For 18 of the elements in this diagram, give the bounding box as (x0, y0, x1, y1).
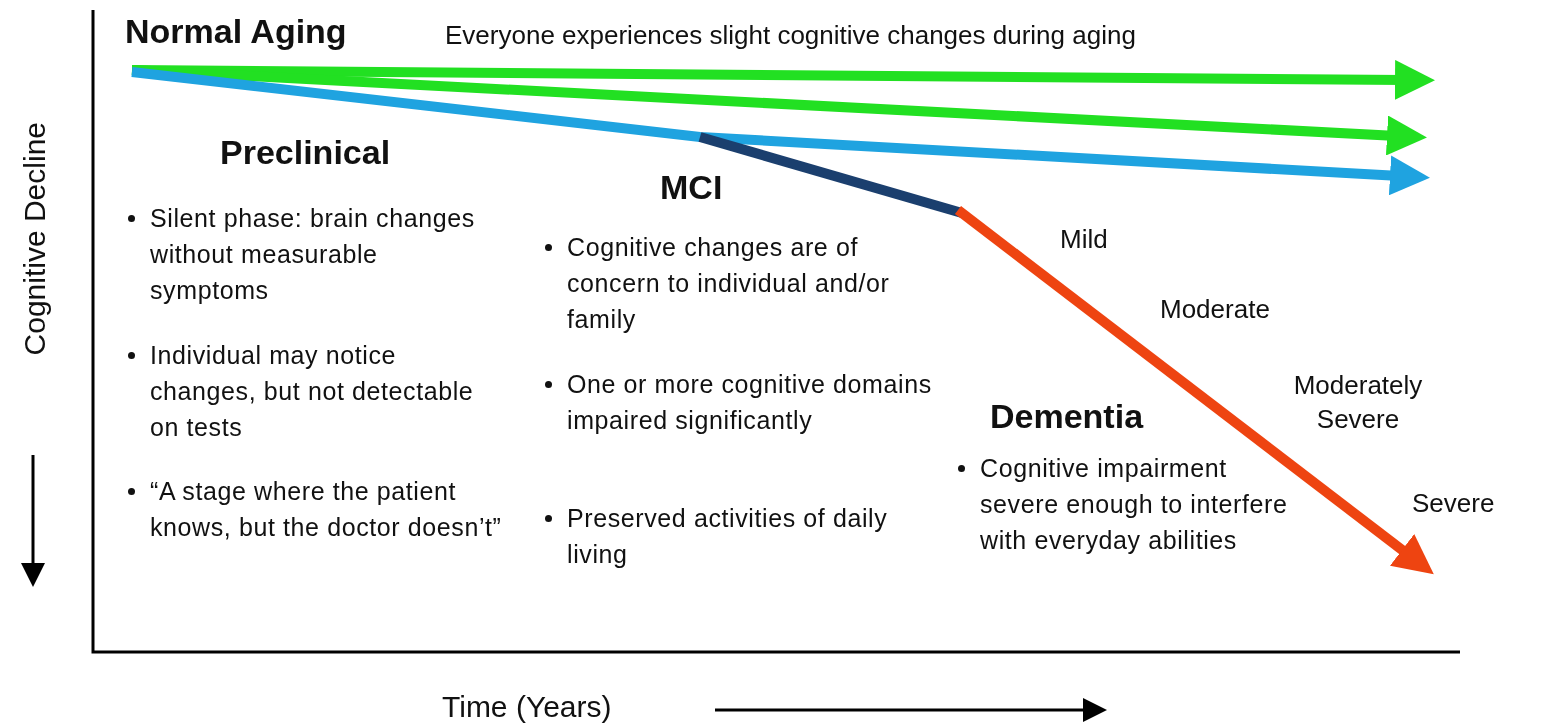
bullet-text: “A stage where the patient knows, but the doctor doesn’t” (150, 476, 503, 543)
stage-heading: Dementia (990, 397, 1144, 436)
bullet-text: Preserved activities of daily living (567, 503, 889, 570)
severity-label: Moderate (1160, 294, 1270, 325)
bullet-text: Individual may notice changes, but not detectable on tests (150, 340, 475, 443)
bullet-text: Silent phase: brain changes without measurable symptoms (150, 203, 476, 306)
bullet-text: One or more cognitive domains impaired significantly (567, 369, 933, 436)
description-text: Everyone experiences slight cognitive changes during aging (445, 20, 1136, 51)
bullet-text: Cognitive changes are of concern to individual and/or family (567, 232, 891, 335)
stage-heading: MCI (660, 168, 723, 207)
axis-title: Time (Years) (442, 690, 612, 724)
stage-heading: Preclinical (220, 133, 391, 172)
severity-label: Moderately Severe (1292, 369, 1424, 436)
severity-label: Severe (1412, 488, 1495, 519)
axis-title: Cognitive Decline (18, 122, 52, 356)
severity-label: Mild (1060, 224, 1108, 255)
bullet-text: Cognitive impairment severe enough to interfere with everyday abilities (980, 453, 1288, 556)
stage-heading: Normal Aging (125, 12, 347, 51)
